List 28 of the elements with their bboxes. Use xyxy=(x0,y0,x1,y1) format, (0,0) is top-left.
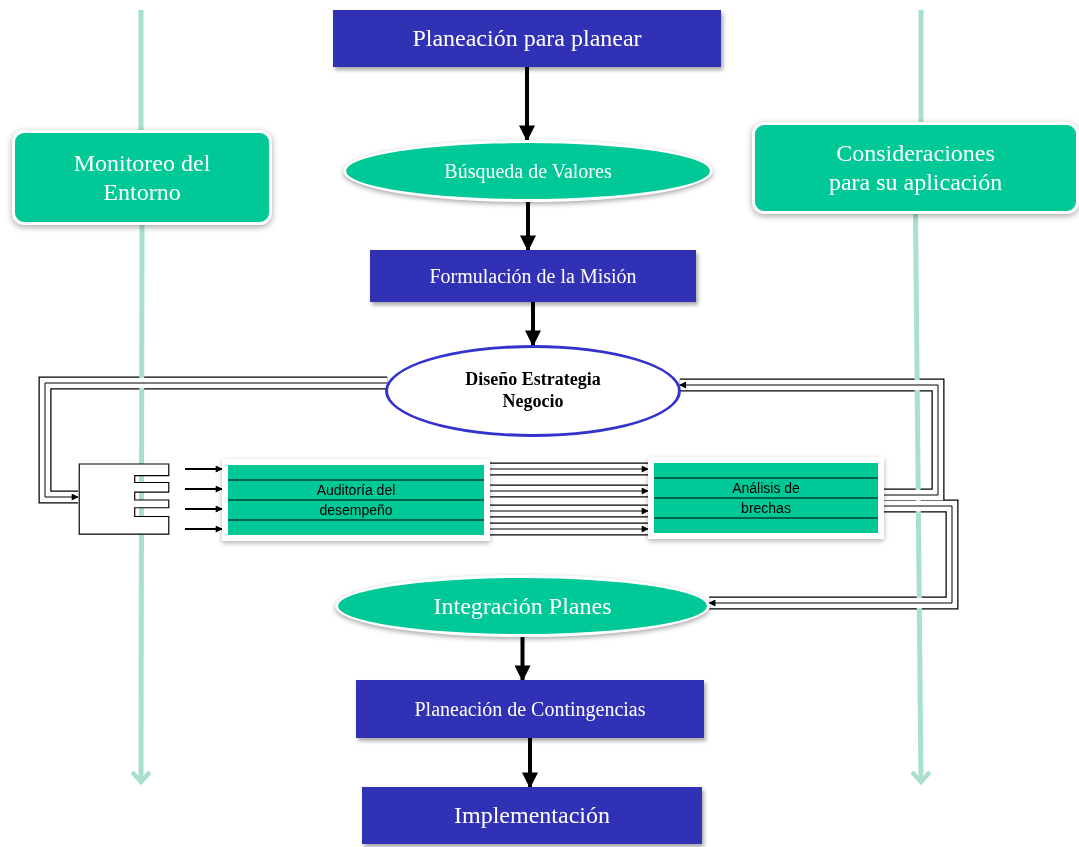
process-box: Planeación de Contingencias xyxy=(356,680,704,738)
process-ellipse: Integración Planes xyxy=(335,575,710,637)
pipe-connector xyxy=(708,505,953,607)
arrow xyxy=(522,738,538,789)
pipe-connector xyxy=(44,382,388,501)
side-label-box: Consideraciones para su aplicación xyxy=(752,122,1079,214)
pipe-connector xyxy=(489,507,649,515)
process-ellipse: Diseño Estrategia Negocio xyxy=(385,345,681,437)
pipe-connector xyxy=(489,487,649,495)
process-box: Formulación de la Misión xyxy=(370,250,696,302)
process-box: Implementación xyxy=(362,787,702,844)
arrow xyxy=(129,225,153,785)
arrow xyxy=(184,525,223,533)
pipe-connector xyxy=(489,525,649,533)
arrow xyxy=(525,302,541,347)
arrow xyxy=(909,213,932,785)
arrow xyxy=(514,637,531,682)
pipe-connector xyxy=(679,381,939,496)
process-ellipse: Búsqueda de Valores xyxy=(343,140,713,202)
process-box: Planeación para planear xyxy=(333,10,721,67)
arrow xyxy=(519,67,535,142)
arrow xyxy=(184,465,223,473)
arrow xyxy=(184,485,223,493)
pipe-connector xyxy=(489,465,649,473)
comb-connector xyxy=(78,463,171,536)
side-label-box: Monitoreo del Entorno xyxy=(12,130,272,225)
arrow xyxy=(520,202,536,252)
arrow xyxy=(184,505,223,513)
